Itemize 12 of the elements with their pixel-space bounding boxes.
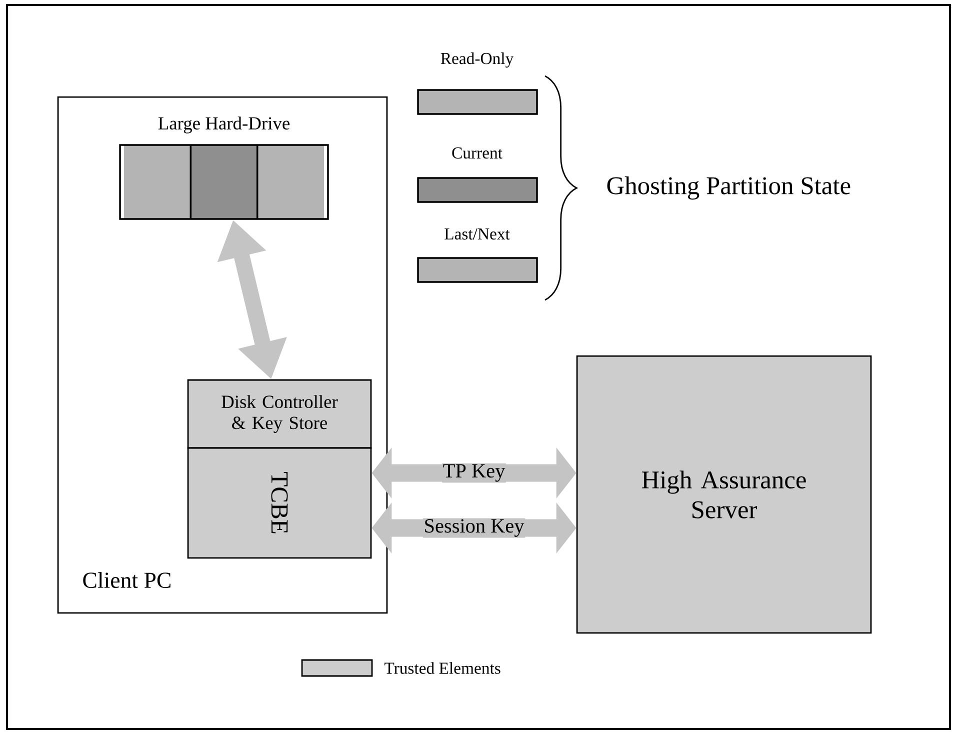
legend-label: Read-Only	[440, 52, 514, 68]
legend-label: Current	[452, 147, 502, 159]
edge-label: TP Key	[442, 463, 506, 483]
edge-label: Session Key	[422, 518, 526, 538]
legend-label: Last/Next	[444, 228, 510, 240]
server-box: High Assurance Server	[576, 355, 872, 634]
node-label: Large Hard-Drive	[158, 116, 290, 134]
brace-label: Ghosting Partition State	[607, 176, 850, 200]
legend-label: Trusted Elements	[384, 662, 500, 674]
tcbe-box: TCBE	[187, 447, 372, 559]
controller-box: Disk Controller & Key Store	[187, 379, 372, 449]
hard-drive-bar: Large Hard-Drive	[119, 116, 329, 220]
